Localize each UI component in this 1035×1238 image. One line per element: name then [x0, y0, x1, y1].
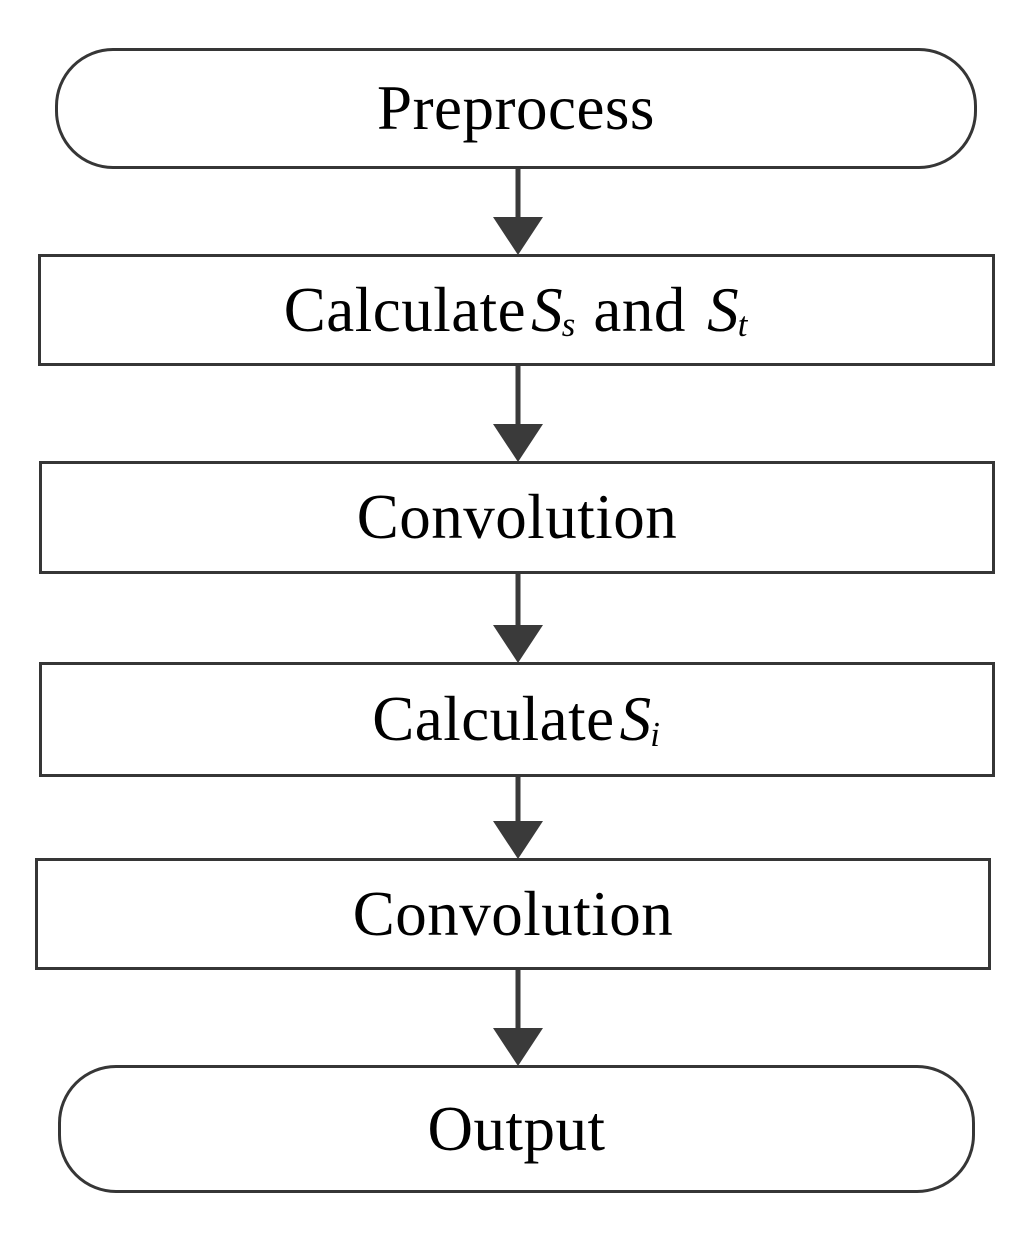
flow-node-label: Preprocess: [377, 77, 655, 140]
arrow-shaft: [515, 970, 521, 1030]
flow-node-convolution-2[interactable]: Convolution: [35, 858, 991, 970]
arrow-shaft: [515, 574, 521, 628]
flow-node-text: Calculate: [283, 274, 527, 345]
arrow-head-icon: [493, 424, 543, 462]
flow-node-convolution-1[interactable]: Convolution: [39, 461, 995, 574]
flow-node-text: Convolution: [356, 482, 678, 552]
flow-node-subscript-1: s: [561, 306, 576, 345]
flow-node-variable-1: S: [531, 274, 564, 345]
flow-node-label: Convolution: [352, 878, 674, 949]
flow-node-subscript-1: i: [650, 715, 661, 754]
arrow-shaft: [515, 169, 521, 221]
flow-node-text: Convolution: [352, 878, 674, 949]
flow-node-output[interactable]: Output: [58, 1065, 975, 1193]
flow-node-text: Calculate: [372, 684, 615, 754]
flow-node-conjunction: and: [577, 274, 703, 345]
arrow-head-icon: [493, 217, 543, 255]
arrow-head-icon: [493, 821, 543, 859]
arrow-head-icon: [493, 1028, 543, 1066]
flow-node-text: Preprocess: [377, 73, 655, 143]
flow-node-variable-1: S: [619, 684, 652, 754]
arrow-shaft: [515, 777, 521, 825]
flow-node-text: Output: [427, 1093, 606, 1164]
flow-node-subscript-2: t: [737, 306, 748, 345]
flow-node-preprocess[interactable]: Preprocess: [55, 48, 977, 169]
flow-node-variable-2: S: [707, 274, 740, 345]
arrow-shaft: [515, 366, 521, 426]
flow-node-label: Convolution: [357, 486, 678, 549]
arrow-head-icon: [493, 625, 543, 663]
flow-node-label: Output: [427, 1093, 606, 1164]
